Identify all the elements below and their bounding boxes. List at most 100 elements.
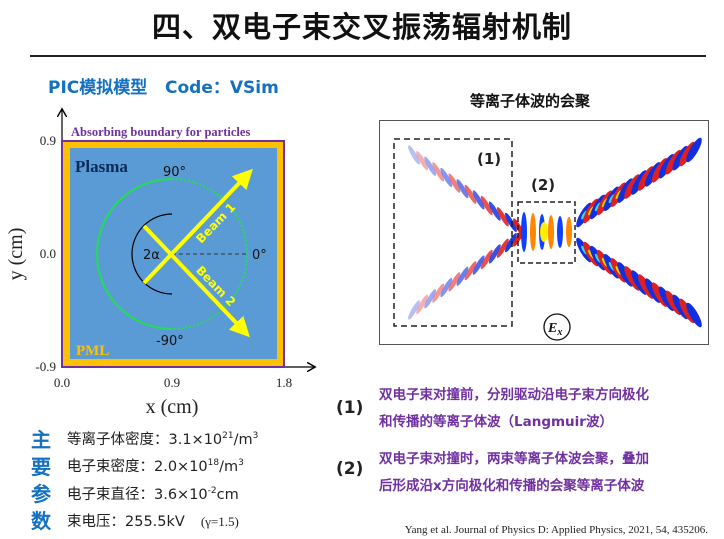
main-params-heading: 主 要 参 数 <box>30 427 52 535</box>
param-beam-diameter: 电子束直径：3.6×10-2cm <box>67 483 239 504</box>
convergence-heading: 等离子体波的会聚 <box>470 92 591 110</box>
wave-stripe <box>505 233 517 253</box>
wave-stripe <box>686 302 702 328</box>
note2-number: (2) <box>336 459 364 479</box>
alpha-arc <box>131 213 173 295</box>
region2-box <box>517 201 576 264</box>
wave-stripe <box>496 207 509 227</box>
ex-label: Ex <box>547 321 562 338</box>
wave-stripe <box>416 294 428 314</box>
wave-stripe <box>488 244 501 264</box>
angle-circle-solid <box>96 178 173 330</box>
boundary-label: Absorbing boundary for particles <box>71 125 250 139</box>
wave-stripe <box>456 266 469 286</box>
ex-circle <box>543 313 571 341</box>
angle-neg90-label: -90° <box>156 334 184 349</box>
angle-circle-dotted <box>171 178 248 330</box>
wave-stripe <box>480 249 493 270</box>
param-plasma-density: 等离子体密度：3.1×1021/m3 <box>67 428 258 449</box>
param-unit: cm <box>216 487 239 503</box>
param-exp: 21 <box>222 431 234 442</box>
y-tick: 0.9 <box>40 133 56 148</box>
param-beam-voltage: 束电压：255.5kV (γ=1.5) <box>67 510 239 531</box>
wave-stripe <box>496 238 509 258</box>
param-unit-exp: 3 <box>252 431 259 442</box>
alpha-label: 2α <box>143 248 160 263</box>
ex-field-figure: (1) (2) Ex <box>379 120 709 345</box>
params-heading-char: 要 <box>31 455 51 479</box>
note-line: 和传播的等离子体波（Langmuir波） <box>379 414 613 430</box>
angle-0-label: 0° <box>252 248 267 263</box>
region2-label: (2) <box>531 176 555 194</box>
wave-stripe <box>686 137 702 163</box>
wave-stripe <box>566 217 572 247</box>
title-divider <box>30 55 706 57</box>
wave-stripe <box>432 162 445 182</box>
pml-label: PML <box>76 343 109 359</box>
wave-stripe <box>424 289 437 309</box>
simulation-diagram: Beam 1 Beam 2 Absorbing boundary for par… <box>5 100 330 418</box>
note2-text: 双电子束对撞时，两束等离子体波会聚，叠加 后形成沿x方向极化和传播的会聚等离子体… <box>379 446 649 500</box>
wave-stripe <box>448 272 461 292</box>
citation: Yang et al. Journal of Physics D: Applie… <box>404 524 708 536</box>
wave-stripe <box>440 167 453 188</box>
note1-text: 双电子束对撞前，分别驱动沿电子束方向极化 和传播的等离子体波（Langmuir波… <box>379 382 649 436</box>
param-label: 等离子体密度： <box>67 432 169 448</box>
param-value: 2.0×10 <box>154 459 208 475</box>
param-exp: -2 <box>207 486 217 497</box>
wave-stripe <box>456 179 469 199</box>
y-tick: 0.0 <box>40 246 56 261</box>
wave-stripe <box>408 300 420 320</box>
wave-stripe <box>548 215 554 249</box>
note-line: 后形成沿x方向极化和传播的会聚等离子体波 <box>379 478 645 494</box>
wave-stripe <box>408 145 420 165</box>
param-unit: /m <box>219 459 239 475</box>
wave-stripe <box>557 216 563 248</box>
wave-stripe <box>464 261 477 281</box>
param-gamma: (γ=1.5) <box>200 514 239 529</box>
wave-stripe <box>448 173 461 193</box>
param-exp: 18 <box>207 458 220 469</box>
y-tick: -0.9 <box>35 359 56 374</box>
wave-stripe <box>505 212 517 232</box>
x-tick: 0.9 <box>164 375 180 390</box>
note-line: 双电子束对撞前，分别驱动沿电子束方向极化 <box>379 387 649 403</box>
param-value: 255.5kV <box>125 514 185 530</box>
plasma-label: Plasma <box>75 157 128 176</box>
params-heading-char: 主 <box>31 428 51 452</box>
param-unit-exp: 3 <box>238 458 244 469</box>
wave-stripe <box>480 195 493 216</box>
wave-stripe <box>472 190 485 210</box>
note-line: 双电子束对撞时，两束等离子体波会聚，叠加 <box>379 451 649 467</box>
wave-stripe <box>432 283 445 303</box>
wave-stripe <box>472 255 485 275</box>
beam2-arrow <box>142 224 250 338</box>
x-tick: 0.0 <box>54 375 70 390</box>
y-axis-label: y (cm) <box>5 228 27 281</box>
param-label: 束电压： <box>67 514 125 530</box>
wave-stripe <box>488 201 501 221</box>
note1-number: (1) <box>336 398 364 418</box>
wave-stripe <box>530 213 536 251</box>
beam1-arrow <box>142 168 253 285</box>
slide-title: 四、双电子束交叉振荡辐射机制 <box>151 10 572 44</box>
param-unit: /m <box>233 432 253 448</box>
param-beam-density: 电子束密度：2.0×1018/m3 <box>67 455 244 476</box>
wave-stripe <box>540 222 548 242</box>
region1-label: (1) <box>477 150 501 168</box>
x-tick: 1.8 <box>276 375 292 390</box>
x-axis-label: x (cm) <box>146 396 199 418</box>
param-label: 电子束直径： <box>67 487 154 503</box>
params-heading-char: 数 <box>31 509 51 533</box>
wave-stripe <box>416 151 428 171</box>
pic-model-heading: PIC模拟模型 Code：VSim <box>48 78 279 98</box>
wave-stripe <box>440 277 453 298</box>
param-value: 3.6×10 <box>154 487 208 503</box>
param-value: 3.1×10 <box>168 432 223 448</box>
angle-90-label: 90° <box>163 165 186 180</box>
region1-box <box>393 138 513 327</box>
param-label: 电子束密度： <box>67 459 154 475</box>
wave-stripe <box>521 212 527 252</box>
wave-stripe <box>464 184 477 204</box>
wave-pattern <box>408 137 702 328</box>
